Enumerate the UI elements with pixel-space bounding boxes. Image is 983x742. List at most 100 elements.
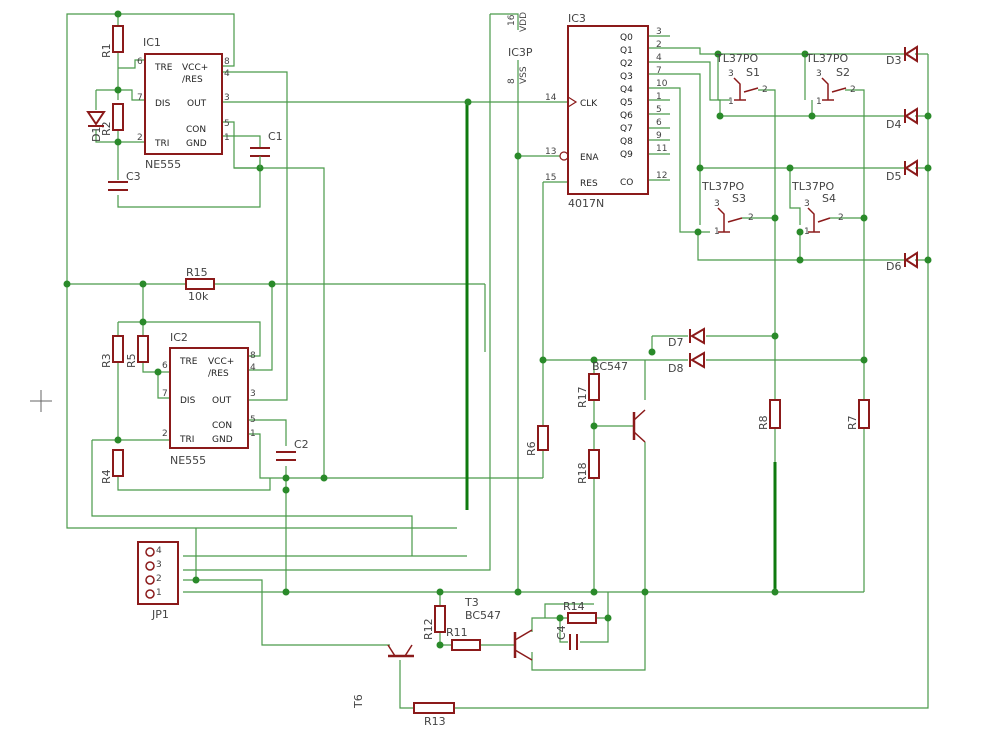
ic1-pin-res: /RES <box>182 75 203 85</box>
transistor-t3[interactable]: T3 BC547 <box>464 596 533 661</box>
ic3-pinnum-13: 13 <box>545 147 556 157</box>
ic1-pin-tre: TRE <box>154 63 173 73</box>
s3-pin-1: 1 <box>714 227 720 237</box>
s1-pin-3: 3 <box>728 69 734 79</box>
ic3-output-q2: Q2 <box>620 59 633 69</box>
s4-name: S4 <box>822 192 836 205</box>
s4-pin-2: 2 <box>838 213 844 223</box>
diode-d8[interactable]: D8 <box>668 351 705 375</box>
ic3-pinnum-5: 5 <box>656 105 662 115</box>
resistor-r5[interactable]: R5 <box>125 335 149 368</box>
r18-label: R18 <box>576 462 589 484</box>
s3-pin-3: 3 <box>714 199 720 209</box>
diode-d1[interactable]: D1 <box>86 111 106 142</box>
r15-value: 10k <box>188 290 209 303</box>
ic3-pinnum-1: 1 <box>656 92 662 102</box>
r3-label: R3 <box>100 353 113 368</box>
ic3-pinnum-10: 10 <box>656 79 668 89</box>
ic3p-vss-pin: 8 <box>507 78 517 84</box>
resistor-r11[interactable]: R11 <box>446 626 481 651</box>
resistor-r15[interactable]: R15 10k <box>185 266 215 303</box>
diode-d4[interactable]: D4 <box>886 107 918 131</box>
resistor-r7[interactable]: R7 <box>846 399 870 430</box>
resistor-r12[interactable]: R12 <box>422 605 446 640</box>
switch-s2[interactable]: TL37PO S2 3 1 2 <box>805 52 856 107</box>
capacitor-c2[interactable]: C2 <box>276 438 309 461</box>
s3-part: TL37PO <box>701 180 744 193</box>
bus-wires <box>465 102 777 592</box>
resistor-r8[interactable]: R8 <box>757 399 781 430</box>
switch-s3[interactable]: TL37PO S3 3 1 2 <box>701 180 754 237</box>
crosshair-cursor-icon <box>30 390 52 412</box>
diode-d5[interactable]: D5 <box>886 159 918 183</box>
resistor-r4[interactable]: R4 <box>100 449 124 484</box>
ic2-pin-tri: TRI <box>179 435 194 445</box>
r17-label: R17 <box>576 386 589 408</box>
switch-s4[interactable]: TL37PO S4 3 1 2 <box>791 180 844 237</box>
s2-pin-1: 1 <box>816 97 822 107</box>
ic2-pinnum-6: 6 <box>162 361 168 371</box>
t1-part: BC547 <box>592 360 628 373</box>
c4-label: C4 <box>555 625 568 640</box>
ic1-pin-vcc: VCC+ <box>182 63 208 73</box>
resistor-r14[interactable]: R14 <box>563 600 597 624</box>
switch-s1[interactable]: TL37PO S1 3 1 2 <box>715 52 768 107</box>
ic3-output-q5: Q5 <box>620 98 633 108</box>
ic3-output-q3: Q3 <box>620 72 633 82</box>
resistor-r2[interactable]: R2 <box>100 103 124 136</box>
ic1-pin-tri: TRI <box>154 139 169 149</box>
s4-pin-1: 1 <box>804 227 810 237</box>
diode-d7[interactable]: D7 <box>668 327 705 349</box>
r4-label: R4 <box>100 469 113 484</box>
s2-part: TL37PO <box>805 52 848 65</box>
ic2-pinnum-8: 8 <box>250 351 256 361</box>
t3-name: T3 <box>464 596 479 609</box>
d5-label: D5 <box>886 170 901 183</box>
resistor-r6[interactable]: R6 <box>525 425 549 456</box>
r8-label: R8 <box>757 415 770 430</box>
d6-label: D6 <box>886 260 901 273</box>
ic3p-power[interactable]: IC3P VDD VSS 16 8 <box>507 12 533 84</box>
resistor-r1[interactable]: R1 <box>100 25 124 58</box>
ic2-pinnum-7: 7 <box>162 389 168 399</box>
r11-label: R11 <box>446 626 468 639</box>
connector-jp1[interactable]: 4 3 2 1 JP1 <box>137 541 179 621</box>
ic3-output-q9: Q9 <box>620 150 633 160</box>
ic3p-name: IC3P <box>508 46 533 59</box>
transistor-t1[interactable]: BC547 <box>592 360 646 443</box>
diode-d6[interactable]: D6 <box>886 251 918 273</box>
ic1-pin-dis: DIS <box>155 99 171 109</box>
capacitor-c1[interactable]: C1 <box>250 130 283 168</box>
capacitor-c4[interactable]: C4 <box>555 625 578 650</box>
d3-label: D3 <box>886 54 901 67</box>
jp1-pin-3: 3 <box>156 560 162 570</box>
ic2-pin-tre: TRE <box>179 357 198 367</box>
ic2-pinnum-2: 2 <box>162 429 168 439</box>
transistor-t6[interactable]: T6 <box>352 644 414 709</box>
s1-pin-1: 1 <box>728 97 734 107</box>
resistor-r17[interactable]: R17 <box>576 373 600 408</box>
ic1-pin-out: OUT <box>187 99 207 109</box>
diode-d3[interactable]: D3 <box>886 45 918 67</box>
resistor-r18[interactable]: R18 <box>576 449 600 484</box>
r15-label: R15 <box>186 266 208 279</box>
ic3-input-clk: CLK <box>580 99 598 109</box>
ic1-pinnum-2: 2 <box>137 133 143 143</box>
ic3-pinnum-15: 15 <box>545 173 556 183</box>
s1-pin-2: 2 <box>762 85 768 95</box>
capacitor-c3[interactable]: C3 <box>108 170 141 191</box>
ic2-chip[interactable]: IC2 NE555 TRE VCC+ /RES DIS OUT CON TRI … <box>162 331 256 467</box>
s4-pin-3: 3 <box>804 199 810 209</box>
resistor-r13[interactable]: R13 <box>413 702 455 728</box>
ic2-pinnum-3: 3 <box>250 389 256 399</box>
d8-label: D8 <box>668 362 683 375</box>
d4-label: D4 <box>886 118 901 131</box>
ic3p-vdd: VDD <box>519 12 529 32</box>
s2-pin-3: 3 <box>816 69 822 79</box>
resistor-r3[interactable]: R3 <box>100 335 124 368</box>
ic3-chip[interactable]: IC3 4017N CLK ENA RES 14 13 15 Q0 Q1 Q2 … <box>545 12 668 210</box>
s3-pin-2: 2 <box>748 213 754 223</box>
ic1-name: IC1 <box>143 36 161 49</box>
ic1-pin-gnd: GND <box>186 139 207 149</box>
ic1-chip[interactable]: IC1 NE555 TRE VCC+ /RES DIS OUT CON TRI … <box>137 36 230 171</box>
